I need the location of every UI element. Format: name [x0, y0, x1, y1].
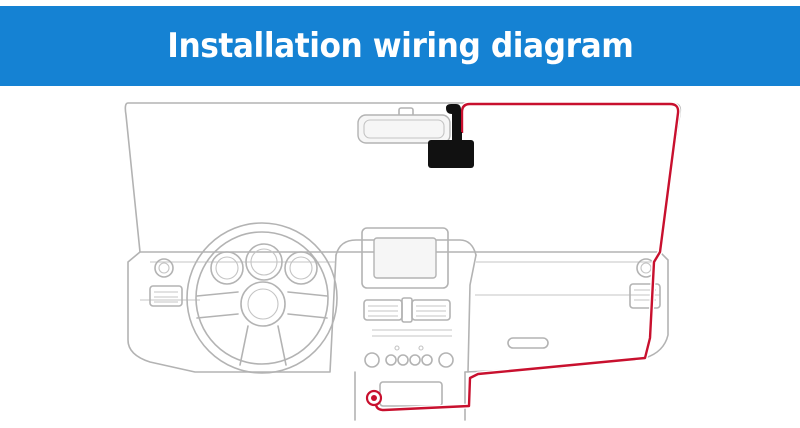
- wiring-diagram: [0, 92, 800, 428]
- steering-wheel-icon: [186, 222, 338, 374]
- power-wire-icon: [373, 101, 681, 413]
- car-interior-illustration: [124, 101, 682, 421]
- title-banner: Installation wiring diagram: [0, 6, 800, 86]
- glovebox-handle: [507, 337, 549, 349]
- page-title: Installation wiring diagram: [166, 26, 634, 66]
- rear-view-mirror-icon: [357, 107, 451, 144]
- lighter-socket-icon: [365, 389, 383, 407]
- center-console: [354, 227, 466, 421]
- left-air-vent: [149, 258, 183, 307]
- dash-camera-icon: [428, 104, 474, 168]
